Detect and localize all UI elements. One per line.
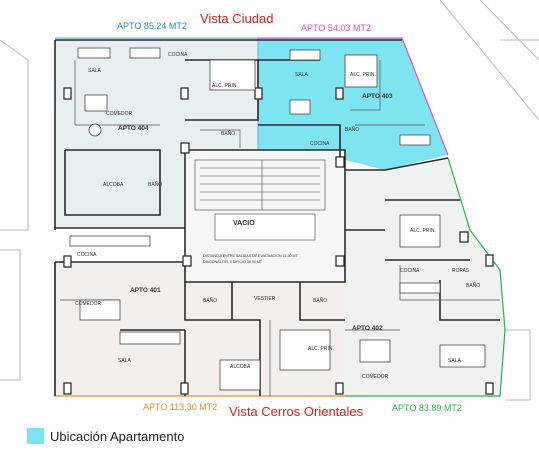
legend-label: Ubicación Apartamento xyxy=(50,429,185,444)
room-cocina-404: COCINA xyxy=(168,52,188,58)
furniture xyxy=(69,47,486,391)
apto-401-fill xyxy=(55,262,345,396)
core-note: DISTANCIA ENTRE SALIDAS DE EVACUACION 15… xyxy=(203,254,299,264)
room-labels: SALA COCINA ALC. PRIN. COMEDOR BAÑO ALCO… xyxy=(75,52,480,380)
room-comedor-401: COMEDOR xyxy=(75,301,102,307)
room-alcoba-404: ALCOBA xyxy=(103,182,124,188)
apto-402-fill xyxy=(345,158,505,396)
room-alc-prin-403: ALC. PRIN. xyxy=(350,72,376,78)
stair-core xyxy=(194,159,326,241)
room-bano-403: BAÑO xyxy=(345,126,359,133)
room-bano-401a: BAÑO xyxy=(203,297,217,304)
room-alcoba-401: ALCOBA xyxy=(230,364,251,370)
view-label-top: Vista Ciudad xyxy=(200,11,274,26)
apto-404-fill xyxy=(55,38,258,228)
apto-402-area: APTO 83.89 MT2 xyxy=(392,403,462,413)
apto-402-name: APTO 402 xyxy=(352,325,383,332)
legend-swatch xyxy=(27,428,44,444)
vacio-label: VACIO xyxy=(233,220,255,227)
room-comedor-404: COMEDOR xyxy=(106,111,133,117)
apto-403-outline xyxy=(258,37,449,156)
room-sala-403: SALA xyxy=(295,72,308,78)
room-cocina-401: COCINA xyxy=(77,252,97,258)
room-cocina-402: COCINA xyxy=(400,268,420,274)
room-ropas-402: ROPAS xyxy=(452,268,470,274)
apto-404-name: APTO 404 xyxy=(118,125,149,132)
room-vestier-401: VESTIER xyxy=(254,296,276,302)
room-alc-prin-401: ALC. PRIN. xyxy=(308,346,334,352)
room-sala-401: SALA xyxy=(118,358,131,364)
room-sala-404: SALA xyxy=(88,68,101,74)
apto-401-area: APTO 113.30 MT2 xyxy=(143,402,218,412)
core-note-line2: DIAGONAL DEL EDIFICIO 38.90 MT xyxy=(203,260,263,264)
room-cocina-403: COCINA xyxy=(310,141,330,147)
room-bano-404: BAÑO xyxy=(221,130,235,137)
apto-402-outline xyxy=(345,157,506,397)
room-alc-prin-404: ALC. PRIN. xyxy=(212,83,238,89)
columns xyxy=(63,87,494,395)
room-comedor-402: COMEDOR xyxy=(362,374,389,380)
core-note-line1: DISTANCIA ENTRE SALIDAS DE EVACUACION 15… xyxy=(203,254,299,258)
room-bano-404b: BAÑO xyxy=(148,181,162,188)
apto-403-name: APTO 403 xyxy=(362,93,393,100)
apto-404-area: APTO 85.24 MT2 xyxy=(117,21,187,31)
room-alc-prin-402: ALC. PRIN. xyxy=(410,228,436,234)
room-bano-401b: BAÑO xyxy=(313,297,327,304)
room-sala-402: SALA xyxy=(448,358,461,364)
site-context xyxy=(0,0,539,401)
apartment-names: APTO 404 APTO 403 APTO 401 APTO 402 VACI… xyxy=(118,93,393,332)
room-bano-402: BAÑO xyxy=(466,282,480,289)
view-label-bottom: Vista Cerros Orientales xyxy=(229,404,364,419)
walls xyxy=(54,39,500,396)
apto-403-area: APTO 54.03 MT2 xyxy=(301,23,371,33)
apto-401-name: APTO 401 xyxy=(130,287,161,294)
